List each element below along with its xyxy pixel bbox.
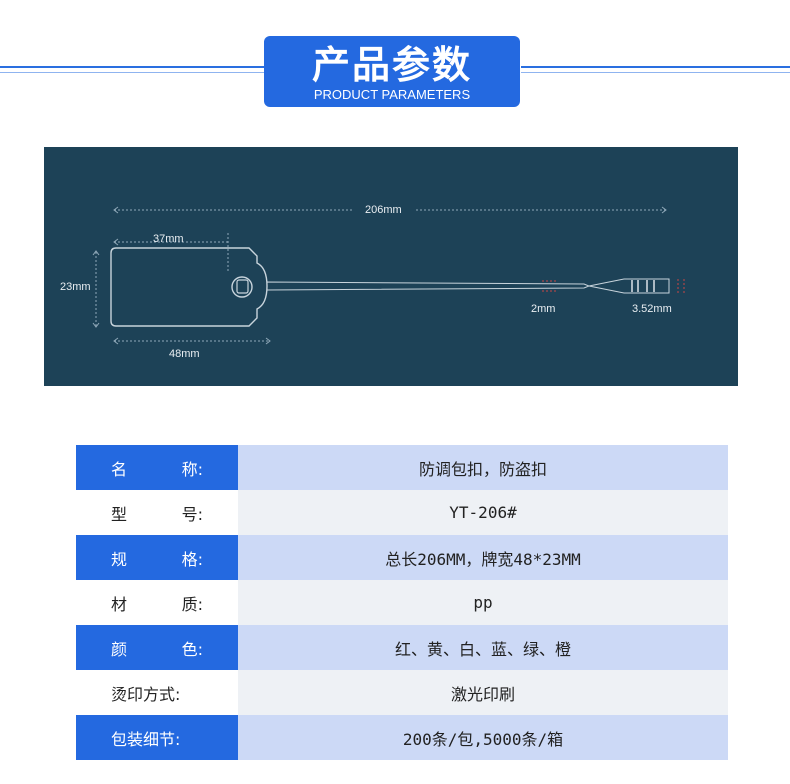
spec-row-material: 材质: pp bbox=[76, 580, 728, 625]
dim-lock-width: 3.52mm bbox=[632, 303, 672, 315]
header-rule-right bbox=[521, 66, 790, 68]
spec-label: 材质: bbox=[76, 580, 238, 625]
spec-value: 防调包扣，防盗扣 bbox=[238, 445, 728, 490]
dim-tag-width: 48mm bbox=[169, 348, 200, 360]
spec-row-color: 颜色: 红、黄、白、蓝、绿、橙 bbox=[76, 625, 728, 670]
section-title-badge: 产品参数 PRODUCT PARAMETERS bbox=[264, 36, 520, 107]
spec-value: pp bbox=[238, 580, 728, 625]
spec-label: 型号: bbox=[76, 490, 238, 535]
spec-row-name: 名称: 防调包扣，防盗扣 bbox=[76, 445, 728, 490]
spec-label: 包装细节: bbox=[76, 715, 238, 760]
header-rule-right-thin bbox=[521, 72, 790, 73]
spec-row-printing: 烫印方式: 激光印刷 bbox=[76, 670, 728, 715]
spec-value: 总长206MM，牌宽48*23MM bbox=[238, 535, 728, 580]
header-rule-left-thin bbox=[0, 72, 266, 73]
dim-strap-width: 2mm bbox=[531, 303, 556, 315]
dim-tag-height: 23mm bbox=[60, 281, 91, 293]
section-title-cn: 产品参数 bbox=[311, 43, 472, 87]
spec-label: 颜色: bbox=[76, 625, 238, 670]
spec-label: 名称: bbox=[76, 445, 238, 490]
spec-table: 名称: 防调包扣，防盗扣 型号: YT-206# 规格: 总长206MM，牌宽4… bbox=[76, 445, 728, 760]
section-title-en: PRODUCT PARAMETERS bbox=[313, 87, 471, 102]
spec-label: 烫印方式: bbox=[76, 670, 238, 715]
spec-row-model: 型号: YT-206# bbox=[76, 490, 728, 535]
spec-value: 红、黄、白、蓝、绿、橙 bbox=[238, 625, 728, 670]
spec-value: 200条/包,5000条/箱 bbox=[238, 715, 728, 760]
dim-hole-width: 37mm bbox=[153, 233, 184, 245]
header-rule-left bbox=[0, 66, 266, 68]
spec-label: 规格: bbox=[76, 535, 238, 580]
spec-value: 激光印刷 bbox=[238, 670, 728, 715]
product-dimension-diagram: 206mm 37mm 23mm 48mm 2mm 3.52mm bbox=[44, 147, 738, 386]
seal-tag-drawing bbox=[92, 206, 685, 345]
spec-value: YT-206# bbox=[238, 490, 728, 535]
spec-row-size: 规格: 总长206MM，牌宽48*23MM bbox=[76, 535, 728, 580]
dim-total-length: 206mm bbox=[365, 204, 402, 216]
spec-row-packing: 包装细节: 200条/包,5000条/箱 bbox=[76, 715, 728, 760]
